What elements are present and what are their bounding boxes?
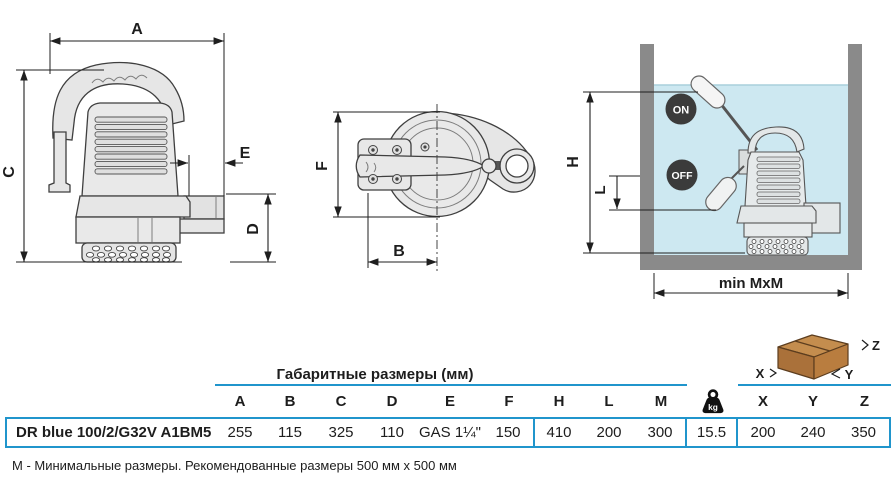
pump-in-tank [690,75,841,256]
table-group-header: Габаритные размеры (мм) [276,366,474,383]
tank-floor [640,255,862,270]
on-badge [665,93,697,125]
min-mxm-label: min MxM [719,275,783,292]
handle-top [355,154,486,178]
dim-label-a: A [131,21,143,38]
cell-h: 410 [546,424,572,441]
cell-f: 150 [483,419,535,446]
weight-icon: kg [699,389,727,414]
col-header-b: B [284,392,296,410]
col-header-a: A [234,392,246,410]
cell-b: 115 [278,424,302,441]
pump-lower-casing [75,195,191,218]
pkg-dim-label-x: X [756,366,765,381]
cell-weight: 15.5 [687,419,738,446]
plate-screws [368,142,430,184]
cell-y: 240 [800,424,826,441]
col-header-m: M [654,392,668,410]
table-column-headers: A B C D E F H L M X Y Z [5,388,891,414]
col-header-l: L [604,392,614,410]
cell-z: 350 [850,424,877,441]
cell-l: 200 [596,424,622,441]
footnote: М - Минимальные размеры. Рекомендованные… [12,458,457,473]
dim-label-b: B [393,243,405,260]
col-header-y: Y [807,392,818,410]
dim-label-h: H [565,156,582,168]
dim-label-c: C [1,166,18,178]
off-badge [666,159,698,191]
on-badge-label: ON [673,105,690,117]
pump-cooling-fins [94,116,168,175]
dim-label-e: E [240,145,251,162]
dim-label-f: F [314,161,331,171]
col-header-z: Z [859,392,870,410]
pump-top-view-drawing: F B [314,104,536,272]
cell-e: GAS 1¼" [418,424,482,441]
dim-label-l: L [592,185,609,194]
cell-d: 110 [380,424,404,441]
col-header-model [5,388,215,414]
cell-c: 325 [328,424,354,441]
weight-icon-kg-label: kg [708,402,718,412]
pump-base-flange [75,216,181,244]
pkg-dim-label-y: Y [845,367,854,382]
off-badge-label: OFF [672,170,694,182]
float-switch-on [690,75,726,109]
pump-handle-arm [48,131,71,193]
package-box-illustration: X Y Z [756,334,880,382]
header-rule-dimensions [215,384,687,386]
handle-ball-joint [481,158,497,174]
col-header-e: E [444,392,455,410]
pump-handle [52,61,185,141]
tank-illustration: ON OFF H L min MxM [565,44,862,299]
float-switch-off [705,176,737,212]
cell-x: 200 [750,424,776,441]
cell-m: 300 [635,419,687,446]
pkg-dim-label-z: Z [872,338,880,353]
model-name-cell: DR blue 100/2/G32V A1BM5 [16,424,212,441]
pump-side-view-drawing: A C E D [1,21,276,263]
col-header-c: C [335,392,347,410]
technical-drawings: A C E D [1,21,862,299]
dim-label-d: D [245,223,262,235]
col-header-x: X [757,392,768,410]
cell-a: 255 [227,424,253,441]
tank-wall-right [848,44,862,255]
col-header-d: D [386,392,398,410]
header-rule-package [738,384,891,386]
box-right-face [813,343,849,380]
col-header-f: F [504,392,514,410]
col-header-h: H [553,392,565,410]
tank-wall-left [640,44,654,255]
table-row: DR blue 100/2/G32V A1BM5 255 115 325 110… [5,417,891,448]
